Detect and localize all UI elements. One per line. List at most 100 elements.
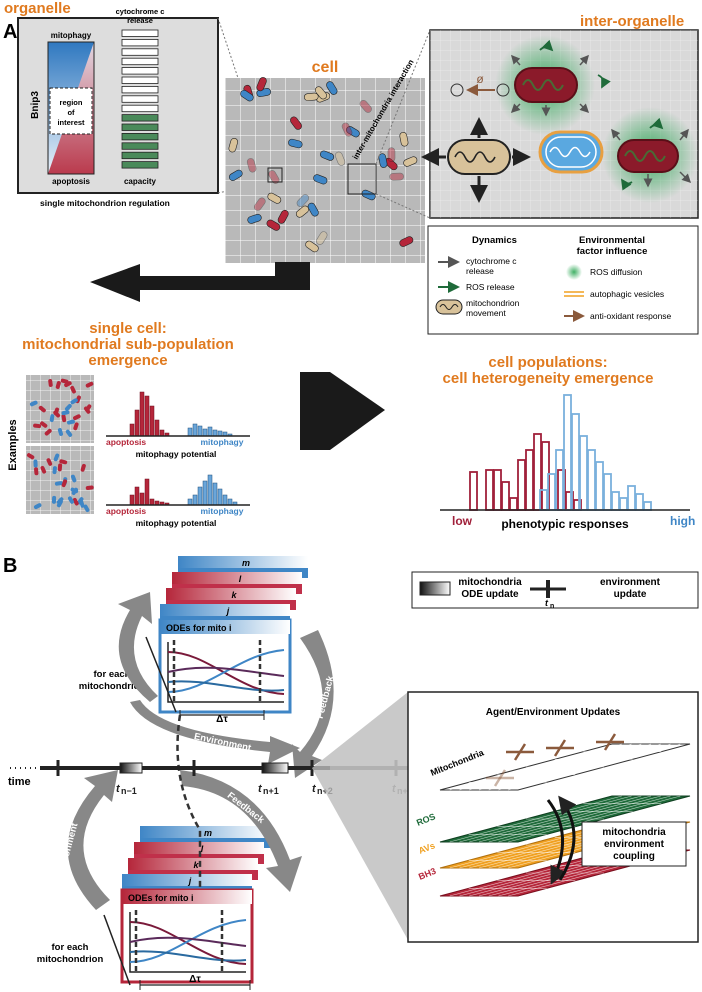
example-mitochondrion <box>59 459 68 465</box>
example-mitochondrion <box>46 458 53 466</box>
capacity-bar <box>121 142 159 150</box>
example-mitochondrion <box>53 407 60 416</box>
pop-bar-low <box>525 449 534 511</box>
hist-bar-mitophagy <box>207 426 213 437</box>
example-cell-1 <box>26 375 94 443</box>
zoom-triangle <box>312 692 408 940</box>
stack-card-grad <box>140 826 270 838</box>
mitochondrion-body <box>256 77 267 92</box>
legend-cyto-1: cytochrome c <box>466 256 517 266</box>
legend-movement-1: mitochondrion <box>466 298 520 308</box>
ode-curve <box>129 950 247 962</box>
example-mitochondrion <box>53 453 60 462</box>
example-mito-body <box>80 463 86 472</box>
layer-grid <box>449 795 622 843</box>
mitochondrion-body <box>268 170 280 184</box>
mitochondrion-body <box>316 231 328 245</box>
cell-mitochondrion <box>228 137 238 153</box>
layer-grid <box>459 795 632 843</box>
cyto-release-label-2: release <box>127 16 153 25</box>
example-mitochondrion <box>85 485 94 491</box>
example-mito-body <box>73 414 81 421</box>
mitochondrion-body <box>253 197 266 211</box>
hist-bar-mitophagy <box>227 498 233 506</box>
capacity-bar <box>121 39 159 47</box>
single-cell-title-2: mitochondrial sub-population <box>22 336 234 353</box>
hist-bar-mitophagy <box>202 428 208 437</box>
single-cell-title-1: single cell: <box>89 320 167 337</box>
example-mito-body <box>57 428 64 436</box>
hist-bar-mitophagy <box>187 498 193 506</box>
example-mito-body <box>67 419 75 425</box>
example-mito-body <box>53 407 60 416</box>
layer-grid <box>508 795 681 843</box>
ode-frame-header <box>160 620 290 634</box>
mitochondrion-body <box>295 205 309 218</box>
roi-text-2: of <box>67 108 75 117</box>
hist-bar-mitophagy <box>187 427 193 437</box>
cell-mitochondrion <box>334 151 346 166</box>
stack-card-grad <box>122 874 252 886</box>
example-mitochondrion <box>40 465 47 474</box>
example-mito-body <box>67 496 74 504</box>
mitochondrion-body <box>228 137 238 153</box>
layer-grid <box>478 795 652 843</box>
example-mitochondrion <box>70 398 78 405</box>
cell-mitochondrion <box>240 89 254 102</box>
ode-curve <box>129 936 247 947</box>
cell-grid <box>225 77 425 263</box>
layer-grid <box>449 743 622 791</box>
example-mitochondrion <box>33 423 42 429</box>
mitochondrion-body <box>247 213 262 224</box>
upper-for-each-1: for each <box>94 669 131 680</box>
coupling-3: coupling <box>613 851 655 862</box>
example-mito-body <box>85 485 94 491</box>
single-cell-title-3: emergence <box>88 352 167 369</box>
mitochondrion-body <box>361 189 376 201</box>
panel-b-label: B <box>3 555 17 577</box>
null-symbol: ø <box>476 72 484 86</box>
example-mitochondrion <box>79 499 85 508</box>
stack-letter: l <box>239 574 242 584</box>
layer-grid <box>469 743 642 791</box>
cell-mitochondrion <box>320 150 335 161</box>
example-mito-body <box>40 465 47 474</box>
example-mito-body <box>34 467 39 476</box>
cell-mitochondrion <box>246 158 257 173</box>
example-mito-body <box>64 381 72 388</box>
mitochondrion-body <box>389 172 404 181</box>
mitochondrion-body <box>326 81 338 95</box>
ode-curve <box>167 680 285 692</box>
example-mitochondrion <box>52 466 57 475</box>
stack-letter: k <box>231 590 237 600</box>
hist-bar-apoptosis <box>129 494 135 506</box>
stack-card-grad <box>166 588 296 600</box>
capacity-bar <box>121 48 159 56</box>
mitochondrion-body <box>240 89 254 102</box>
tick-label-t: t <box>258 783 263 795</box>
high-label: high <box>670 514 695 528</box>
layer-grid <box>508 743 681 791</box>
b-legend-ode-1: mitochondria <box>458 577 522 588</box>
mitochondrion-body <box>307 202 319 217</box>
hist-bar-apoptosis <box>139 492 145 506</box>
ode-curve <box>167 649 285 693</box>
cell-mitochondrion <box>303 92 319 101</box>
example-mitochondrion <box>80 463 86 472</box>
example-mito-body <box>64 403 72 411</box>
lower-for-each: for each mitochondrion Δτ <box>37 914 251 990</box>
capacity-bar <box>121 161 159 169</box>
stack-letter: k <box>193 860 199 870</box>
lower-for-each-2: mitochondrion <box>37 954 104 965</box>
hist-bar-mitophagy <box>212 482 218 506</box>
roi-text-1: region <box>60 98 83 107</box>
pop-bar-low <box>485 469 494 511</box>
example-mito-body <box>46 458 53 466</box>
example-mitochondrion <box>64 381 72 388</box>
lower-delta-tau: Δτ <box>189 974 201 985</box>
pop-bar-high <box>643 501 652 511</box>
example-mito-body <box>79 499 85 508</box>
regulation-label: single mitochondrion regulation <box>40 198 170 208</box>
hist1-apoptosis: apoptosis <box>106 437 146 447</box>
